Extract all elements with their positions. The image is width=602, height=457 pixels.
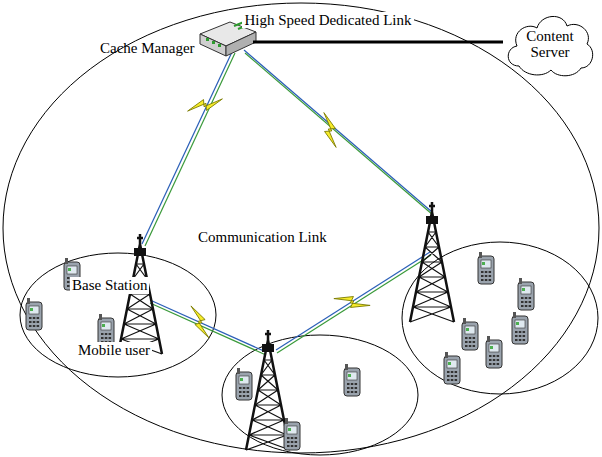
content-server-cloud: Content Server xyxy=(503,8,597,80)
base-station: Base Station xyxy=(70,277,162,297)
node-text: Content Server xyxy=(519,28,581,61)
node-text: Base Station xyxy=(70,277,149,294)
cache-manager: Cache Manager xyxy=(100,22,253,62)
link-label: Communication Link xyxy=(196,229,329,246)
user-label: Mobile user xyxy=(76,342,152,359)
node-text: Cache Manager xyxy=(100,40,195,57)
dedicated-link xyxy=(253,42,503,43)
edge-label: High Speed Dedicated Link xyxy=(242,12,413,29)
